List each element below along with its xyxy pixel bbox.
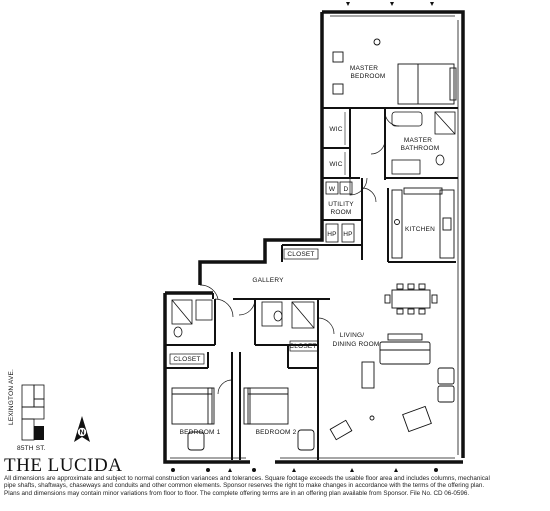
label-hp-1: HP (327, 231, 336, 238)
bath-1-fixtures (171, 299, 213, 338)
label-gallery: GALLERY (252, 277, 284, 284)
exterior-walls (163, 10, 465, 464)
label-wic-1: WIC (329, 126, 342, 133)
disclaimer-line: Plans and dimensions may contain minor v… (4, 489, 470, 497)
master-bed (332, 38, 457, 105)
label-utility-1: UTILITY (328, 201, 354, 208)
room-labels: MASTER BEDROOM MASTER BATHROOM WIC WIC W… (173, 65, 439, 436)
label-utility-2: ROOM (330, 209, 351, 216)
label-living-2: DINING ROOM (333, 341, 380, 348)
compass-n: N (79, 430, 84, 437)
disclaimer: All dimensions are approximate and subje… (4, 475, 548, 497)
label-hp-2: HP (343, 231, 352, 238)
label-bedroom-1: BEDROOM 1 (180, 429, 221, 436)
label-lexington-ave: LEXINGTON AVE. (8, 369, 15, 425)
label-master-bathroom-2: BATHROOM (401, 145, 440, 152)
closet-boxes (169, 248, 319, 365)
label-kitchen: KITCHEN (405, 226, 435, 233)
label-closet-bedroom2: CLOSET (289, 343, 316, 350)
key-plan-highlight (34, 426, 44, 440)
window-strips (170, 15, 459, 459)
bed-2 (243, 387, 315, 451)
label-wic-2: WIC (329, 161, 342, 168)
label-bedroom-2: BEDROOM 2 (256, 429, 297, 436)
label-washer: W (329, 186, 336, 193)
label-closet-hall: CLOSET (287, 251, 314, 258)
disclaimer-line: pipe shafts, shaftways, chaseways and co… (4, 482, 485, 490)
master-bath-fixtures (391, 111, 456, 175)
label-master-bedroom-1: MASTER (350, 65, 378, 72)
label-living-1: LIVING/ (340, 332, 365, 339)
building-title: THE LUCIDA (4, 455, 123, 476)
door-swings (199, 111, 400, 395)
key-plan: LEXINGTON AVE. 85TH ST. N (8, 369, 90, 452)
kitchen-counters (391, 187, 455, 259)
label-85th-st: 85TH ST. (17, 445, 46, 452)
disclaimer-line: All dimensions are approximate and subje… (4, 475, 490, 482)
label-master-bathroom-1: MASTER (404, 137, 432, 144)
label-master-bedroom-2: BEDROOM (351, 73, 386, 80)
bath-2-fixtures (261, 301, 315, 329)
bed-1 (171, 387, 215, 451)
interior-walls (165, 107, 458, 460)
appliance-boxes (325, 181, 355, 243)
label-closet-bedroom1: CLOSET (173, 356, 200, 363)
exterior-markers (171, 2, 438, 472)
label-dryer: D (344, 186, 349, 193)
living-furniture (329, 333, 455, 441)
dining-table (384, 283, 438, 315)
